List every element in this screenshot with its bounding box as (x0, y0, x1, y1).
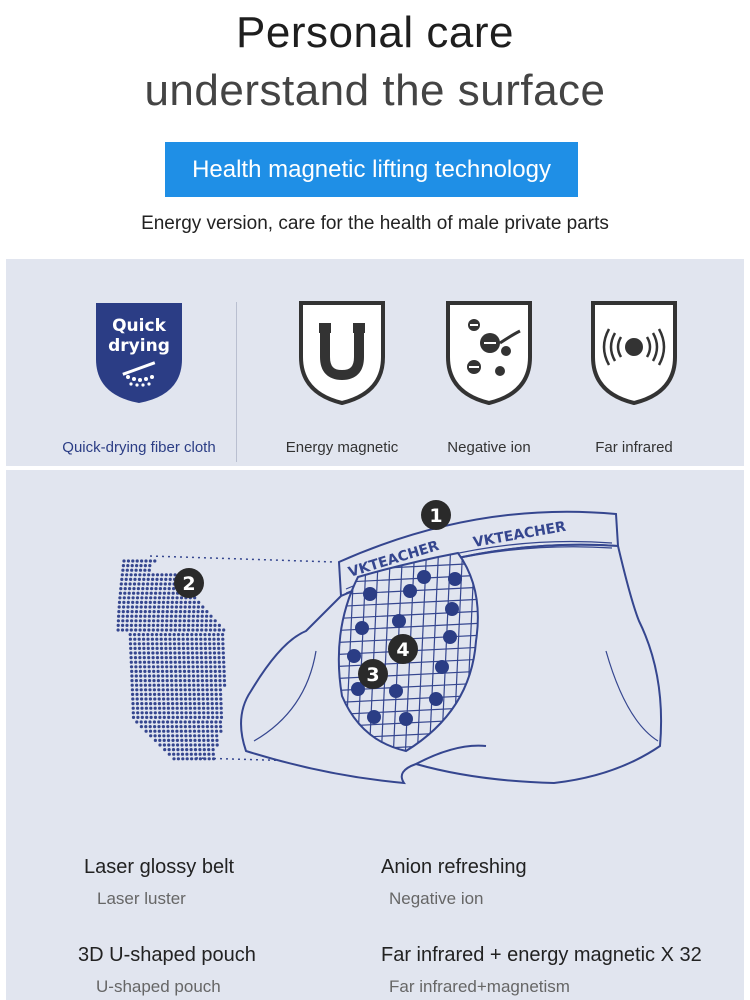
feature-label: Negative ion (447, 439, 531, 456)
spec-subtitle: U-shaped pouch (96, 977, 221, 996)
spec-laser-belt: Laser glossy belt Laser luster (84, 856, 234, 909)
feature-label: Far infrared (595, 439, 673, 456)
feature-far-infrared: Far infrared (561, 299, 707, 456)
callout-3-label: 3 (366, 664, 379, 686)
badge-line-2: drying (108, 336, 170, 356)
panel-separator (6, 466, 744, 470)
feature-energy-magnetic: Energy magnetic (269, 299, 415, 456)
pouch-mesh (116, 559, 227, 761)
feature-negative-ion: Negative ion (416, 299, 562, 456)
spec-anion: Anion refreshing Negative ion (381, 856, 527, 909)
product-panel: Quick drying Quick-drying fiber cloth En… (6, 259, 744, 1000)
callout-1: 1 (421, 500, 451, 530)
spec-title: Far infrared + energy magnetic X 32 (381, 944, 702, 966)
title-line-2: understand the surface (144, 66, 606, 115)
spec-title: Anion refreshing (381, 856, 527, 878)
magnet-icon (299, 301, 385, 406)
spec-u-pouch: 3D U-shaped pouch U-shaped pouch (78, 944, 256, 997)
callout-2-label: 2 (182, 573, 195, 595)
badge-line-1: Quick (112, 316, 166, 336)
callout-3: 3 (358, 659, 388, 689)
callout-4: 4 (388, 634, 418, 664)
feature-quick-drying: Quick drying Quick-drying fiber cloth (62, 299, 216, 456)
callout-1-label: 1 (429, 505, 442, 527)
spec-far-infrared: Far infrared + energy magnetic X 32 Far … (381, 944, 702, 997)
spec-title: Laser glossy belt (84, 856, 235, 878)
spec-title: 3D U-shaped pouch (78, 944, 256, 966)
feature-label: Energy magnetic (285, 439, 399, 456)
technology-banner: Health magnetic lifting technology (165, 142, 578, 197)
spec-subtitle: Negative ion (389, 889, 484, 908)
callout-4-label: 4 (396, 639, 409, 661)
negative-ion-icon (446, 301, 532, 406)
feature-divider (236, 302, 237, 462)
feature-label: Quick-drying fiber cloth (62, 439, 216, 456)
quick-drying-icon: Quick drying (96, 303, 182, 403)
title-line-1: Personal care (236, 8, 514, 57)
subtitle: Energy version, care for the health of m… (141, 213, 609, 234)
callout-2: 2 (174, 568, 204, 598)
magnet-dots (347, 570, 462, 726)
spec-subtitle: Laser luster (97, 889, 186, 908)
underwear-diagram: VKTEACHER VKTEACHER 1 2 3 4 (116, 500, 663, 785)
spec-subtitle: Far infrared+magnetism (389, 977, 570, 996)
far-infrared-icon (591, 301, 677, 406)
